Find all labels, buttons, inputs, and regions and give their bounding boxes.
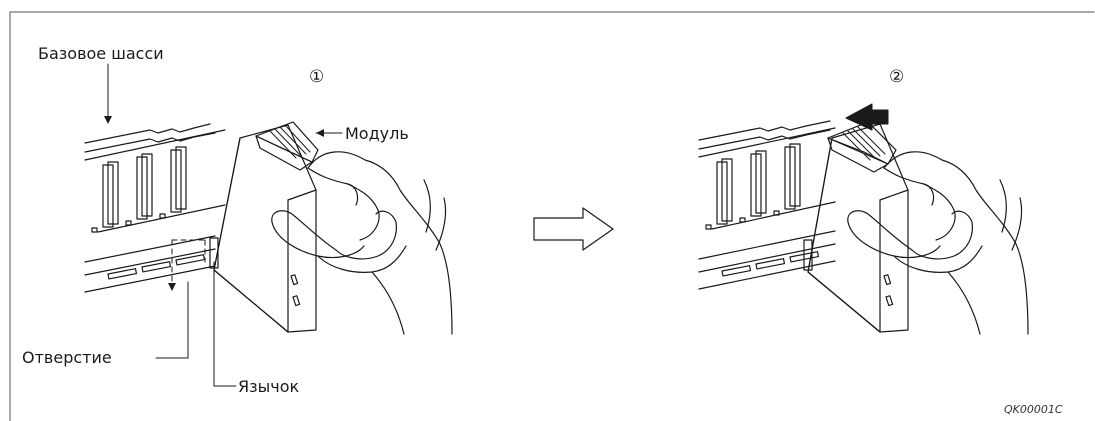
- module-with-hand-right: [804, 122, 1028, 334]
- tab-leader-line: [214, 262, 236, 386]
- base-chassis-right: [699, 121, 835, 289]
- base-chassis-left: [85, 64, 225, 292]
- module-label: Модуль: [345, 126, 409, 142]
- hole-label: Отверстие: [22, 350, 112, 366]
- hole-leader-line: [156, 282, 188, 358]
- transition-arrow: [534, 208, 613, 250]
- tab-label: Язычок: [238, 379, 299, 395]
- step-2-marker: ②: [889, 69, 904, 86]
- step-1-marker: ①: [309, 69, 324, 86]
- module-with-hand-left: [210, 122, 452, 334]
- chassis-label: Базовое шасси: [38, 46, 164, 62]
- push-arrow-icon: [846, 104, 888, 130]
- figure-code: QK00001C: [1004, 404, 1063, 415]
